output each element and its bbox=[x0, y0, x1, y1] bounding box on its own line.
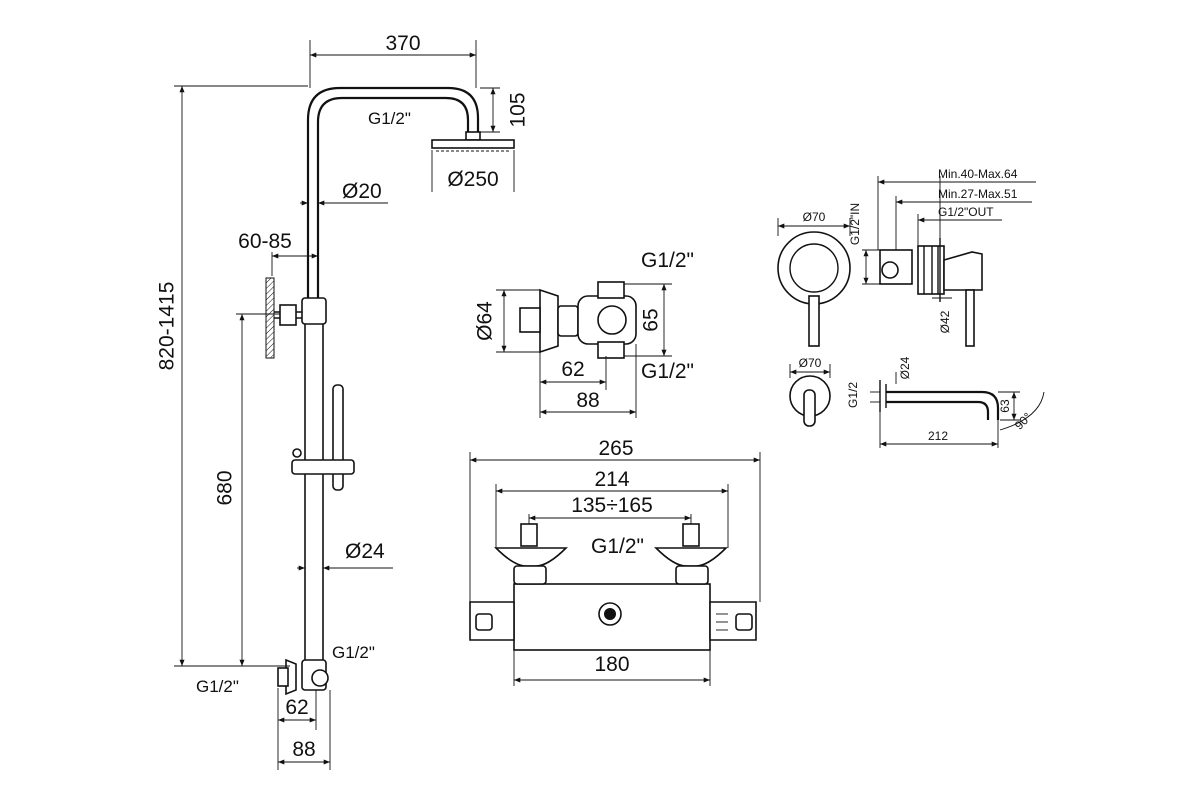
valve-plate bbox=[777, 231, 851, 305]
valve-minmax-2: Min.27-Max.51 bbox=[938, 187, 1018, 201]
dim-105: 105 bbox=[507, 92, 530, 127]
shower-holder bbox=[291, 459, 355, 475]
top-thread-label: G1/2" bbox=[368, 109, 411, 128]
dim-spout-drop: 63 bbox=[998, 399, 1012, 413]
dim-connector-88: 88 bbox=[576, 389, 599, 412]
dim-wall-bracket: 60-85 bbox=[238, 230, 292, 253]
bottom-thread-right: G1/2" bbox=[332, 643, 375, 662]
dim-connector-62: 62 bbox=[561, 358, 584, 381]
slide-bar bbox=[304, 299, 324, 671]
wall-bracket bbox=[279, 304, 297, 326]
connector-flange bbox=[539, 288, 559, 354]
dim-bottom-88: 88 bbox=[292, 738, 315, 761]
spout-front-pipe bbox=[803, 389, 816, 427]
dim-slide-height: 680 bbox=[214, 470, 237, 505]
dim-connector-height: 65 bbox=[640, 308, 663, 331]
connector-detail: G1/2" G1/2" Ø64 65 62 88 bbox=[474, 249, 694, 418]
dim-spout-pipe: Ø24 bbox=[898, 356, 912, 379]
dim-mixer-overall: 265 bbox=[598, 437, 633, 460]
wall-hatch bbox=[265, 277, 275, 359]
dim-370: 370 bbox=[385, 32, 420, 55]
right-eccentric bbox=[654, 523, 728, 585]
spout-detail: Ø70 G1/2 Ø24 212 63 90° bbox=[789, 356, 1045, 448]
shower-head bbox=[431, 139, 515, 149]
dim-mixer-width: 214 bbox=[594, 468, 629, 491]
dim-valve-plate: Ø70 bbox=[803, 210, 826, 224]
connector-bottom-thread: G1/2" bbox=[641, 360, 694, 383]
valve-minmax-1: Min.40-Max.64 bbox=[938, 167, 1018, 181]
valve-lever bbox=[808, 295, 820, 347]
left-eccentric bbox=[494, 523, 568, 585]
connector-top-thread: G1/2" bbox=[641, 249, 694, 272]
dim-flange-diameter: Ø64 bbox=[474, 301, 497, 341]
bar-joint bbox=[301, 297, 327, 325]
dim-bottom-62: 62 bbox=[285, 696, 308, 719]
dim-head-diameter: Ø250 bbox=[447, 168, 498, 191]
dim-spout-plate: Ø70 bbox=[799, 356, 822, 370]
head-connector bbox=[465, 131, 481, 141]
valve-handle-side bbox=[943, 251, 983, 291]
valve-in-label: G1/2"IN bbox=[848, 203, 862, 245]
wall-valve-detail: Ø70 Min.40-Max.64 Min.27-Max.51 G1/2"OUT… bbox=[777, 167, 1036, 347]
dim-spout-reach: 212 bbox=[928, 429, 948, 443]
mixer-thread-label: G1/2" bbox=[591, 535, 644, 558]
dim-bar-diameter: Ø24 bbox=[345, 540, 385, 563]
dim-total-height: 820-1415 bbox=[156, 282, 179, 371]
mixer-detail: 265 214 135÷165 G1/2" 180 bbox=[469, 437, 761, 686]
dim-pipe-diameter: Ø20 bbox=[342, 180, 382, 203]
spout-thread-label: G1/2 bbox=[846, 382, 860, 408]
valve-out-label: G1/2"OUT bbox=[938, 205, 994, 219]
spout-angle: 90° bbox=[1012, 410, 1035, 433]
shower-column: 370 105 G1/2" Ø250 Ø20 60-85 820-1415 68… bbox=[156, 32, 530, 770]
dim-mixer-body: 180 bbox=[594, 653, 629, 676]
dim-valve-body: Ø42 bbox=[938, 310, 952, 333]
dim-mixer-centers: 135÷165 bbox=[571, 494, 653, 517]
bottom-thread-left: G1/2" bbox=[196, 677, 239, 696]
